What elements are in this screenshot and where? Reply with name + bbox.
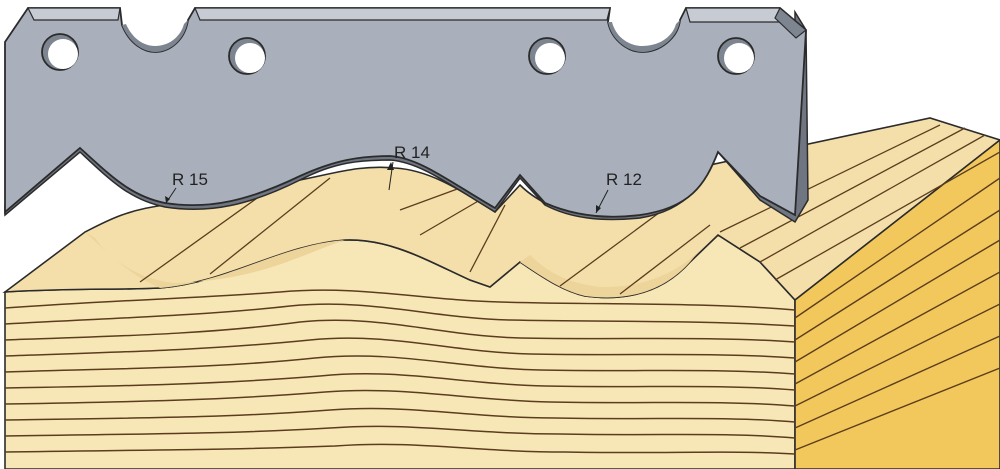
- mounting-hole-2: [228, 37, 266, 75]
- wood-side-face: [794, 138, 1000, 469]
- knife-notch-left: [122, 20, 188, 52]
- radius-text-r14: R 14: [394, 143, 430, 162]
- radius-text-r12: R 12: [606, 170, 642, 189]
- knife-blade: [4, 7, 809, 224]
- mounting-hole-3: [528, 37, 566, 75]
- knife-top-bevel-middle: [194, 7, 611, 21]
- knife-top-bevel-left: [27, 7, 121, 21]
- radius-text-r15: R 15: [172, 170, 208, 189]
- radius-label-r14: R 14: [387, 143, 430, 191]
- knife-notch-right: [608, 20, 680, 52]
- knife-end-bevel: [774, 7, 807, 39]
- radius-annotations: R 15 R 14 R 12: [165, 143, 642, 214]
- arrow-icon: [596, 205, 601, 213]
- radius-label-r15: R 15: [165, 170, 208, 204]
- wood-side-grain: [794, 177, 1000, 451]
- radius-label-r12: R 12: [595, 170, 642, 214]
- wood-front-grain: [4, 289, 796, 455]
- wood-groove-right: [520, 250, 700, 298]
- mounting-hole-4: [717, 37, 755, 75]
- mounting-hole-1: [41, 33, 79, 71]
- wood-workpiece: [2, 117, 1000, 469]
- knife-mounting-holes: [41, 33, 755, 75]
- arrow-icon: [387, 162, 394, 170]
- arrow-icon: [165, 196, 170, 203]
